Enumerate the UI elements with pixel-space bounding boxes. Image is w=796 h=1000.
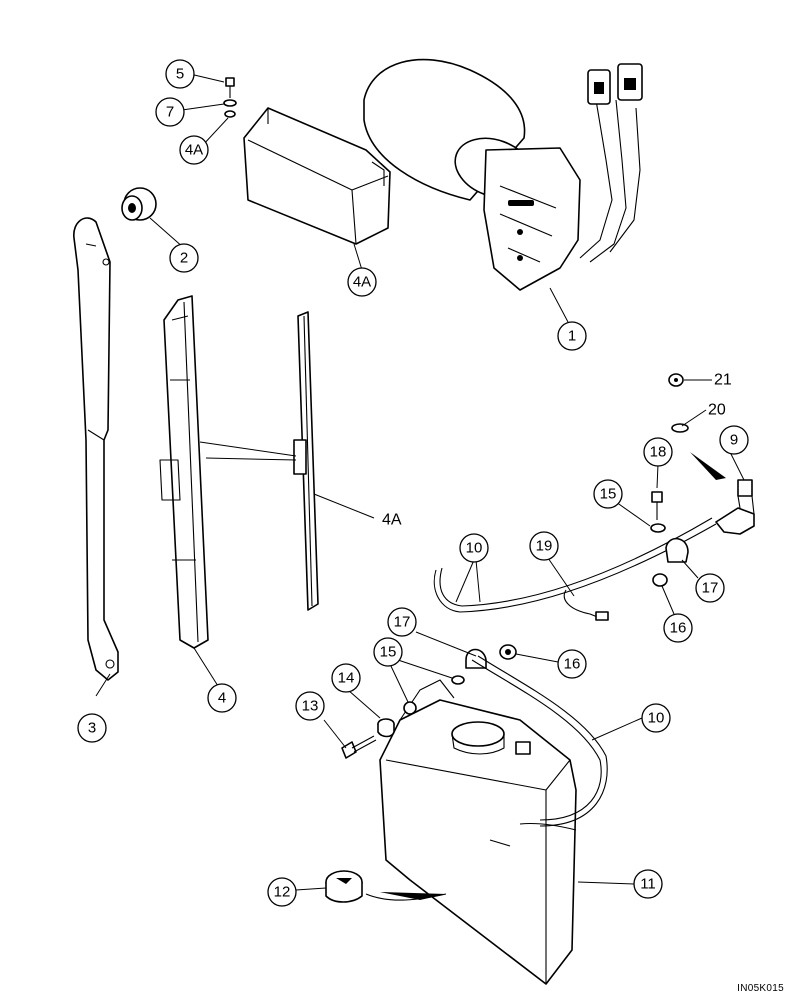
parts-20-21-nut-washer	[668, 373, 689, 433]
callout-2: 2	[169, 243, 199, 273]
callout-3: 3	[77, 713, 107, 743]
svg-text:12: 12	[274, 884, 291, 901]
callout-11: 11	[633, 869, 663, 899]
callout-15-lower: 15	[373, 637, 403, 667]
svg-text:15: 15	[600, 486, 617, 503]
svg-text:19: 19	[536, 538, 553, 555]
callout-16-upper: 16	[663, 613, 693, 643]
svg-text:5: 5	[176, 66, 184, 83]
callout-14: 14	[331, 663, 361, 693]
callout-13: 13	[295, 691, 325, 721]
callout-20: 20	[708, 402, 726, 419]
part-9-elbow-nozzle	[690, 452, 755, 535]
svg-text:15: 15	[380, 644, 397, 661]
callout-10-upper: 10	[459, 533, 489, 563]
svg-text:4A: 4A	[185, 142, 203, 159]
callout-19: 19	[529, 531, 559, 561]
callout-7: 7	[155, 97, 185, 127]
part-1-wiper-motor	[363, 58, 643, 291]
svg-text:21: 21	[714, 372, 732, 389]
part-12-cap	[325, 870, 447, 903]
callout-10-lower: 10	[641, 703, 671, 733]
svg-text:9: 9	[730, 432, 738, 449]
part-2-bushing	[121, 187, 157, 221]
callout-16-lower: 16	[557, 649, 587, 679]
callout-15-upper: 15	[593, 479, 623, 509]
svg-text:17: 17	[394, 614, 411, 631]
part-4a-blade-insert	[199, 311, 319, 611]
callout-4a: 4A	[382, 512, 402, 529]
part-19-lead	[563, 589, 609, 621]
svg-text:2: 2	[180, 250, 188, 267]
parts-13-14-bolt-spacer	[341, 701, 417, 759]
reference-code: IN05K015	[737, 983, 784, 994]
svg-text:16: 16	[564, 656, 581, 673]
callout-6: 4A	[179, 135, 209, 165]
callout-8: 5	[165, 59, 195, 89]
svg-text:11: 11	[640, 876, 656, 893]
svg-text:14: 14	[338, 670, 355, 687]
part-3-wiper-arm	[73, 217, 119, 681]
part-5-motor-cover	[243, 107, 391, 245]
svg-text:20: 20	[708, 402, 726, 419]
part-11-washer-reservoir	[379, 679, 577, 985]
svg-text:1: 1	[568, 328, 576, 345]
parts-6-7-8-fasteners	[223, 77, 237, 118]
part-10-hoses	[433, 517, 717, 827]
callout-17-upper: 17	[695, 573, 725, 603]
svg-text:13: 13	[302, 698, 319, 715]
parts-15-16-17-lower-clamp	[451, 644, 517, 685]
callout-9: 9	[719, 425, 749, 455]
parts-15-16-17-18-upper-clamp	[650, 491, 689, 587]
svg-text:4A: 4A	[382, 512, 402, 529]
svg-text:16: 16	[670, 620, 687, 637]
svg-text:3: 3	[88, 720, 96, 737]
callout-18: 18	[643, 437, 673, 467]
svg-text:17: 17	[702, 580, 719, 597]
svg-text:4A: 4A	[353, 274, 371, 291]
svg-text:18: 18	[650, 444, 667, 461]
svg-text:4: 4	[218, 690, 226, 707]
callout-12: 12	[267, 877, 297, 907]
callout-17-lower: 17	[387, 607, 417, 637]
callout-4: 4	[207, 683, 237, 713]
callout-5: 4A	[347, 267, 377, 297]
callout-1: 1	[557, 321, 587, 351]
callout-21: 21	[714, 372, 732, 389]
part-4-wiper-blade	[159, 295, 209, 649]
svg-text:10: 10	[648, 710, 665, 727]
svg-text:7: 7	[166, 104, 174, 121]
leader-lines	[95, 73, 745, 891]
svg-text:10: 10	[466, 540, 483, 557]
